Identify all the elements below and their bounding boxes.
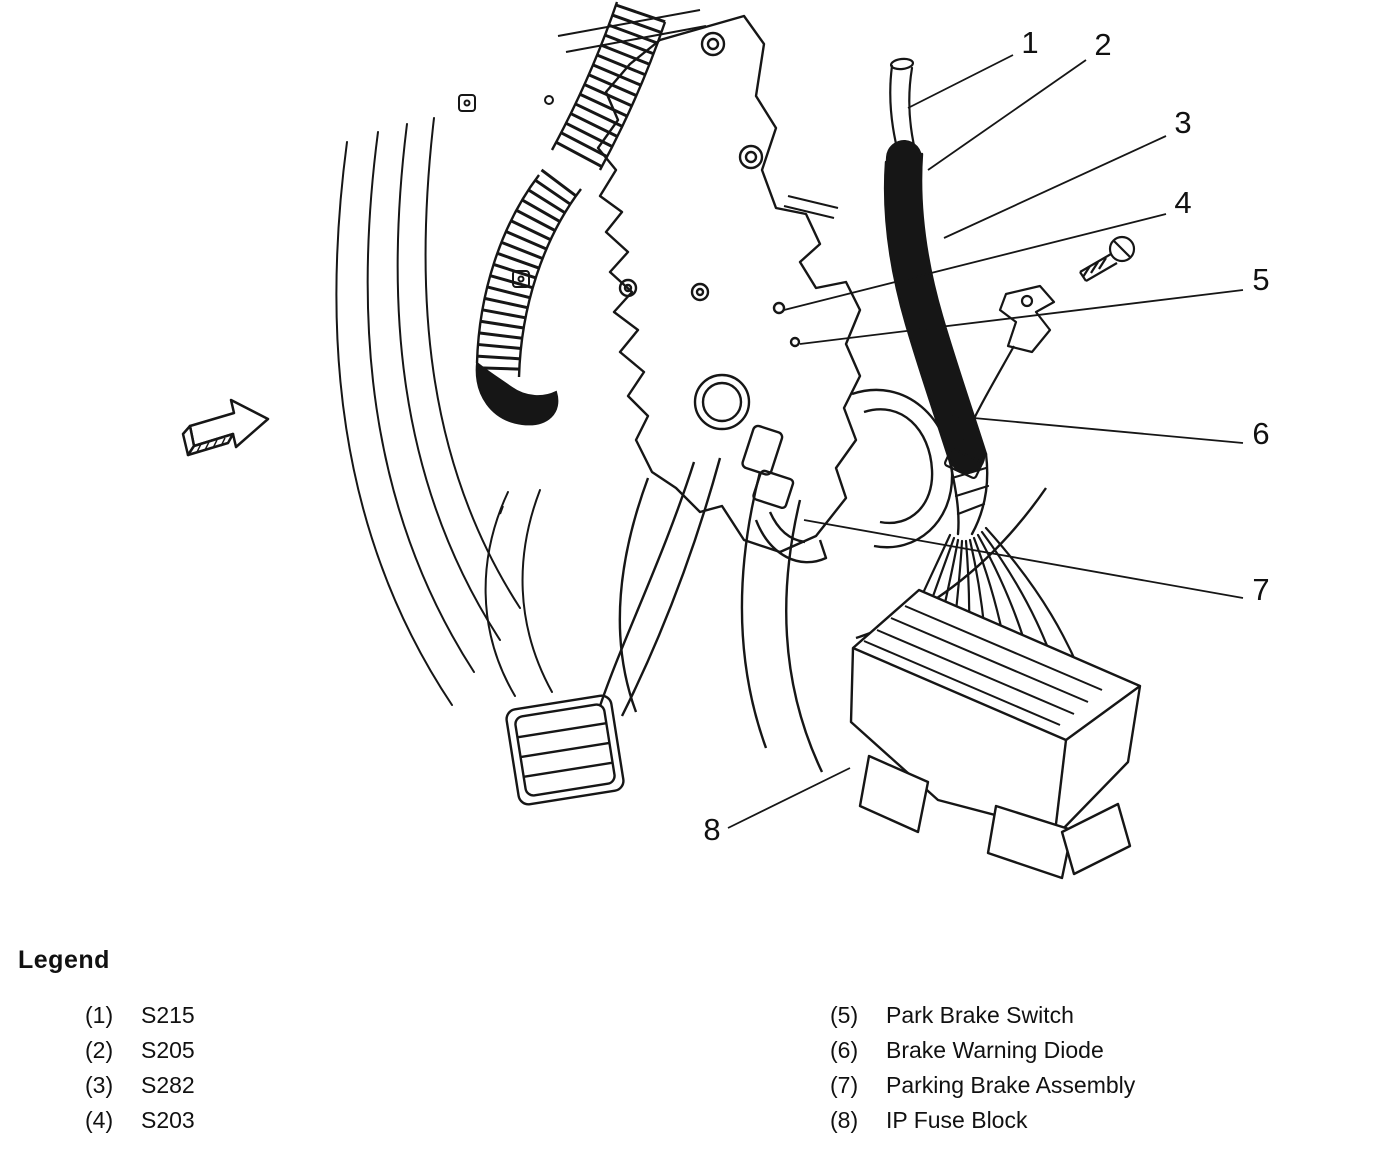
legend-ref-2: (2) <box>85 1037 114 1063</box>
callout-1: 1 <box>1021 25 1038 60</box>
callout-8: 8 <box>703 812 720 847</box>
legend-ref-1: (1) <box>85 1002 114 1028</box>
callout-6: 6 <box>1252 416 1269 451</box>
callout-4: 4 <box>1174 185 1191 220</box>
callout-numbers: 1 2 3 4 5 6 7 8 <box>703 25 1269 847</box>
legend-item-1: (1) S215 <box>85 998 195 1033</box>
legend-ref-4: (4) <box>85 1107 114 1133</box>
body-contour-lines <box>335 117 553 706</box>
legend-item-6: (6) Brake Warning Diode <box>830 1033 1135 1068</box>
legend-column-left: (1) S215 (2) S205 (3) S282 (4) S203 <box>85 998 195 1138</box>
legend-ref-7: (7) <box>830 1072 859 1098</box>
pedal-arm-and-pad <box>505 457 1047 806</box>
legend-ref-6: (6) <box>830 1037 859 1063</box>
legend-item-2: (2) S205 <box>85 1033 195 1068</box>
legend-label-5: Park Brake Switch <box>886 1002 1074 1028</box>
leader-line-5 <box>799 289 1244 345</box>
callout-7: 7 <box>1252 572 1269 607</box>
fastener-marks <box>458 94 554 515</box>
leader-line-7 <box>803 519 1244 599</box>
screw <box>1079 235 1136 282</box>
view-direction-arrow <box>181 398 270 457</box>
leader-line-6 <box>951 415 1244 444</box>
harness-clip <box>962 284 1056 441</box>
legend-item-7: (7) Parking Brake Assembly <box>830 1068 1135 1103</box>
left-harness-conduits <box>475 1 667 426</box>
legend-label-2: S205 <box>141 1037 195 1063</box>
legend-title: Legend <box>18 946 110 974</box>
legend-label-4: S203 <box>141 1107 195 1133</box>
legend-item-5: (5) Park Brake Switch <box>830 998 1135 1033</box>
leader-line-2 <box>927 59 1087 171</box>
leader-line-4 <box>783 213 1167 311</box>
leader-line-8 <box>727 767 851 829</box>
legend-label-8: IP Fuse Block <box>886 1107 1028 1133</box>
pedal-bracket <box>596 14 954 564</box>
legend-label-3: S282 <box>141 1072 195 1098</box>
legend-label-6: Brake Warning Diode <box>886 1037 1104 1063</box>
legend-ref-3: (3) <box>85 1072 114 1098</box>
legend-column-right: (5) Park Brake Switch (6) Brake Warning … <box>830 998 1135 1138</box>
leader-line-1 <box>907 54 1014 109</box>
callout-2: 2 <box>1094 27 1111 62</box>
cowl-lines <box>557 9 839 219</box>
callout-5: 5 <box>1252 262 1269 297</box>
legend-ref-5: (5) <box>830 1002 859 1028</box>
legend-item-4: (4) S203 <box>85 1103 195 1138</box>
legend-label-7: Parking Brake Assembly <box>886 1072 1136 1098</box>
legend-item-8: (8) IP Fuse Block <box>830 1103 1135 1138</box>
callout-3: 3 <box>1174 105 1191 140</box>
leader-lines <box>727 54 1244 829</box>
legend-item-3: (3) S282 <box>85 1068 195 1103</box>
leader-line-3 <box>943 135 1167 239</box>
legend-label-1: S215 <box>141 1002 195 1028</box>
legend-ref-8: (8) <box>830 1107 859 1133</box>
ip-fuse-block <box>849 588 1142 880</box>
